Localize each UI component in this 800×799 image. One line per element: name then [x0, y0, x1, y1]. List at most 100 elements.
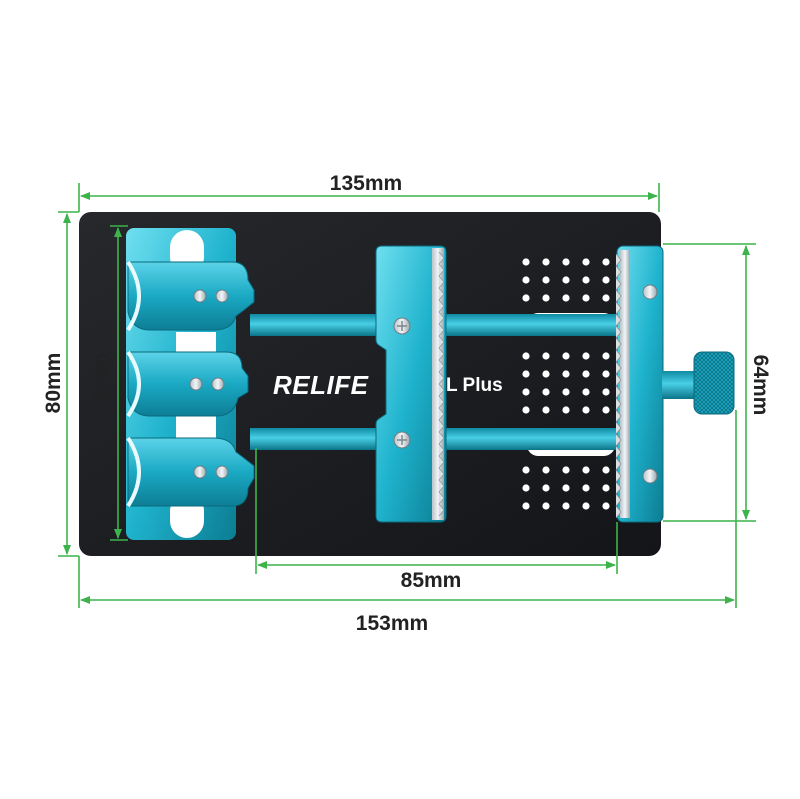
clamp-tooth	[615, 265, 622, 279]
perforation-hole	[542, 294, 550, 302]
clamp-tooth	[438, 431, 445, 445]
perforation-hole	[522, 294, 530, 302]
jaw-block-bottom	[126, 436, 255, 508]
clamp-tooth	[615, 373, 622, 387]
perforation-hole	[542, 388, 550, 396]
perforation-hole	[542, 276, 550, 284]
clamp-tooth	[438, 467, 445, 481]
perforation-hole	[602, 388, 610, 396]
clamp-tooth	[615, 337, 622, 351]
right-clamp-teeth	[615, 253, 622, 519]
perforation-hole	[522, 466, 530, 474]
middle-sliding-clamp	[375, 245, 447, 523]
clamp-tooth	[615, 445, 622, 459]
perforation-hole	[582, 370, 590, 378]
clamp-tooth	[438, 443, 445, 457]
perforation-hole	[522, 502, 530, 510]
perforation-hole	[562, 406, 570, 414]
clamp-tooth	[615, 301, 622, 315]
perforation-hole	[522, 276, 530, 284]
perforation-hole	[522, 484, 530, 492]
clamp-tooth	[438, 263, 445, 277]
clamp-tooth	[615, 481, 622, 495]
knob-shaft	[662, 371, 698, 399]
perforation-hole	[602, 370, 610, 378]
perforation-hole	[522, 388, 530, 396]
clamp-tooth	[615, 313, 622, 327]
clamp-tooth	[615, 433, 622, 447]
perforation-hole	[562, 370, 570, 378]
clamp-tooth	[615, 409, 622, 423]
clamp-tooth	[615, 289, 622, 303]
clamp-tooth	[615, 505, 622, 519]
left-clamp-assembly	[126, 228, 255, 540]
clamp-tooth	[438, 503, 445, 517]
perforation-holes	[522, 258, 610, 510]
dim-label-72: 72mm	[90, 353, 113, 414]
perforation-hole	[582, 294, 590, 302]
perforation-hole	[562, 352, 570, 360]
clamp-tooth	[615, 277, 622, 291]
perforation-hole	[582, 258, 590, 266]
adjustment-knob-icon[interactable]	[693, 351, 735, 415]
perforation-hole	[582, 276, 590, 284]
jaw-block-top	[126, 260, 255, 332]
perforation-hole	[602, 502, 610, 510]
clamp-tooth	[438, 311, 445, 325]
right-clamp-screw-bottom	[642, 468, 658, 484]
perforation-hole	[522, 370, 530, 378]
perforation-hole	[582, 484, 590, 492]
perforation-hole	[562, 484, 570, 492]
perforation-hole	[602, 294, 610, 302]
perforation-hole	[602, 258, 610, 266]
perforation-hole	[582, 352, 590, 360]
dim-label-64: 64mm	[749, 355, 772, 416]
clamp-tooth	[615, 421, 622, 435]
clamp-tooth	[615, 385, 622, 399]
clamp-tooth	[438, 299, 445, 313]
perforation-hole	[562, 502, 570, 510]
perforation-hole	[562, 388, 570, 396]
perforation-hole	[542, 352, 550, 360]
perforation-hole	[582, 388, 590, 396]
clamp-tooth	[438, 323, 445, 337]
clamp-tooth	[615, 457, 622, 471]
perforation-hole	[542, 502, 550, 510]
perforation-hole	[582, 406, 590, 414]
perforation-hole	[602, 352, 610, 360]
perforation-hole	[602, 484, 610, 492]
perforation-hole	[542, 370, 550, 378]
clamp-tooth	[615, 253, 622, 267]
dim-label-153: 153mm	[356, 612, 428, 635]
clamp-tooth	[615, 361, 622, 375]
dimension-lines	[58, 183, 756, 608]
clamp-tooth	[438, 359, 445, 373]
clamp-tooth	[438, 347, 445, 361]
middle-clamp-steel-edge	[432, 248, 444, 520]
perforation-hole	[602, 276, 610, 284]
clamp-tooth	[615, 349, 622, 363]
right-clamp-screw-top	[642, 284, 658, 300]
jaw-block-middle	[126, 350, 249, 418]
brand-logo-text: RELIFE	[273, 370, 369, 400]
perforation-hole	[522, 258, 530, 266]
clamp-tooth	[438, 419, 445, 433]
perforation-hole	[522, 352, 530, 360]
clamp-tooth	[438, 479, 445, 493]
clamp-tooth	[438, 275, 445, 289]
clamp-tooth	[438, 287, 445, 301]
perforation-hole	[562, 276, 570, 284]
clamp-tooth	[438, 407, 445, 421]
dim-label-80: 80mm	[42, 353, 65, 414]
perforation-hole	[542, 466, 550, 474]
perforation-hole	[582, 502, 590, 510]
model-text: L Plus	[446, 375, 503, 396]
perforation-hole	[562, 466, 570, 474]
perforation-hole	[562, 294, 570, 302]
dim-label-135: 135mm	[330, 172, 402, 195]
perforation-hole	[602, 466, 610, 474]
clamp-tooth	[615, 469, 622, 483]
clamp-tooth	[615, 493, 622, 507]
clamp-tooth	[438, 395, 445, 409]
